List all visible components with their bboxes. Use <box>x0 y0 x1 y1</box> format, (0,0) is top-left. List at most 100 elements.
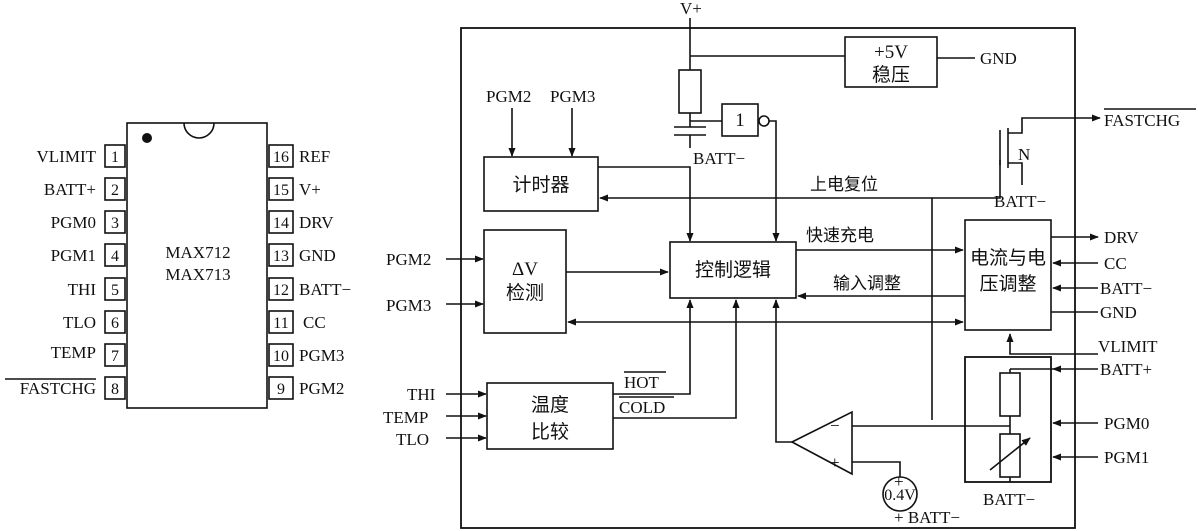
label-gnd-top: GND <box>980 49 1017 68</box>
pin-number: 1 <box>111 149 119 166</box>
wire-comp-plus <box>852 461 901 478</box>
label-vref-plus: + <box>894 472 904 491</box>
pin-box <box>268 144 294 168</box>
pin-right-11: 11 CC <box>268 310 326 334</box>
label-comp-plus: + <box>830 453 840 472</box>
pin-box <box>268 277 294 301</box>
pin-number: 13 <box>273 248 289 265</box>
label-nmos: N <box>1018 145 1030 164</box>
dv-label-2: 检测 <box>506 282 544 304</box>
pin-box <box>268 210 294 234</box>
pin-box <box>104 144 126 168</box>
pin-name: THI <box>68 280 97 299</box>
label-batt-minus-cv: BATT− <box>1100 279 1152 298</box>
block-regulator: +5V 稳压 <box>844 36 938 88</box>
pin-name: DRV <box>299 213 334 232</box>
label-vref-batt: + BATT− <box>894 508 960 527</box>
label-input-adjust: 输入调整 <box>833 274 901 293</box>
label-pgm1: PGM1 <box>1104 448 1149 467</box>
resistor-r1 <box>999 372 1021 417</box>
pin-right-9: 9 PGM2 <box>268 376 344 400</box>
pin-right-14: 14 DRV <box>268 210 334 234</box>
label-vref: 0.4V <box>884 487 916 504</box>
chip-name-2: MAX713 <box>165 265 230 284</box>
timer-label: 计时器 <box>512 174 569 196</box>
cv-label-2: 压调整 <box>979 273 1036 295</box>
pin-name: GND <box>299 246 336 265</box>
label-vlimit: VLIMIT <box>1098 337 1158 356</box>
label-batt-minus-mos: BATT− <box>994 192 1046 211</box>
pin-left-5: 5 THI <box>68 277 126 301</box>
chip-pins-right: 16 REF 15 V+ 14 DRV 13 GND 12 BATT− <box>268 144 351 400</box>
block-timer: 计时器 <box>483 156 599 212</box>
pin-name: PGM2 <box>299 379 344 398</box>
block-temp-compare: 温度 比较 <box>486 382 614 450</box>
chip-body <box>126 122 268 409</box>
pin-left-1: 1 VLIMIT <box>37 144 126 168</box>
pin-name: TEMP <box>51 343 96 362</box>
pin-number: 10 <box>273 348 289 365</box>
pin-left-4: 4 PGM1 <box>51 243 126 267</box>
pin-name: V+ <box>299 180 321 199</box>
label-v-plus: V+ <box>680 0 702 18</box>
pin-name: FASTCHG <box>20 379 96 398</box>
pin-number: 16 <box>273 149 289 166</box>
pin-left-2: 2 BATT+ <box>44 177 126 201</box>
chip-notch <box>183 122 215 139</box>
pin-left-8: 8 FASTCHG <box>5 376 126 400</box>
pin-name: TLO <box>63 313 96 332</box>
pin-box <box>104 376 126 400</box>
comparator <box>790 410 853 476</box>
wire-reset-bus <box>931 160 1001 420</box>
temp-compare-box <box>486 382 614 450</box>
dv-label-1: ΔV <box>512 259 538 280</box>
pin-name: VLIMIT <box>37 147 97 166</box>
pin-left-3: 3 PGM0 <box>51 210 126 234</box>
pin-number: 2 <box>111 182 119 199</box>
temp-compare-label-1: 温度 <box>531 394 569 416</box>
control-logic-box <box>669 241 797 299</box>
label-batt-minus-cap: BATT− <box>693 149 745 168</box>
pin-box <box>268 343 294 367</box>
pin-right-13: 13 GND <box>268 243 336 267</box>
block-inverter: 1 <box>721 103 770 137</box>
wire-cold <box>613 299 740 419</box>
pin-box <box>104 243 126 267</box>
pin-number: 11 <box>273 315 288 332</box>
resistor-r2 <box>999 433 1021 478</box>
pin-box <box>104 277 126 301</box>
pin-box <box>268 177 294 201</box>
regulator-box <box>844 36 938 88</box>
pin-name: CC <box>303 313 326 332</box>
vref-source <box>882 476 918 512</box>
cv-label-1: 电流与电 <box>970 247 1046 269</box>
pin-number: 6 <box>111 315 119 332</box>
pin-name: REF <box>299 147 330 166</box>
wire-hot <box>613 299 694 395</box>
pin-left-6: 6 TLO <box>63 310 126 334</box>
label-batt-minus-div: BATT− <box>983 490 1035 509</box>
pin-right-16: 16 REF <box>268 144 330 168</box>
variable-arrow <box>989 437 1031 471</box>
pin-number: 4 <box>111 248 119 265</box>
chip-name-1: MAX712 <box>165 243 230 262</box>
pin-name: BATT+ <box>44 180 96 199</box>
label-drv: DRV <box>1104 228 1139 247</box>
dv-detect-box <box>483 229 567 334</box>
pin-left-7: 7 TEMP <box>51 343 126 367</box>
label-timer-pgm3: PGM3 <box>550 87 595 106</box>
pin-name: PGM1 <box>51 246 96 265</box>
block-dv-detect: ΔV 检测 <box>483 229 567 334</box>
label-thi: THI <box>407 385 436 404</box>
control-logic-label: 控制逻辑 <box>695 259 771 281</box>
label-timer-pgm2: PGM2 <box>486 87 531 106</box>
inverter-bubble <box>758 115 770 127</box>
label-cold: COLD <box>619 398 665 417</box>
divider-box <box>964 356 1052 483</box>
label-cc: CC <box>1104 254 1127 273</box>
pin1-dot <box>142 133 152 143</box>
temp-compare-label-2: 比较 <box>531 421 569 443</box>
pin-number: 8 <box>111 381 119 398</box>
pin-number: 3 <box>111 215 119 232</box>
